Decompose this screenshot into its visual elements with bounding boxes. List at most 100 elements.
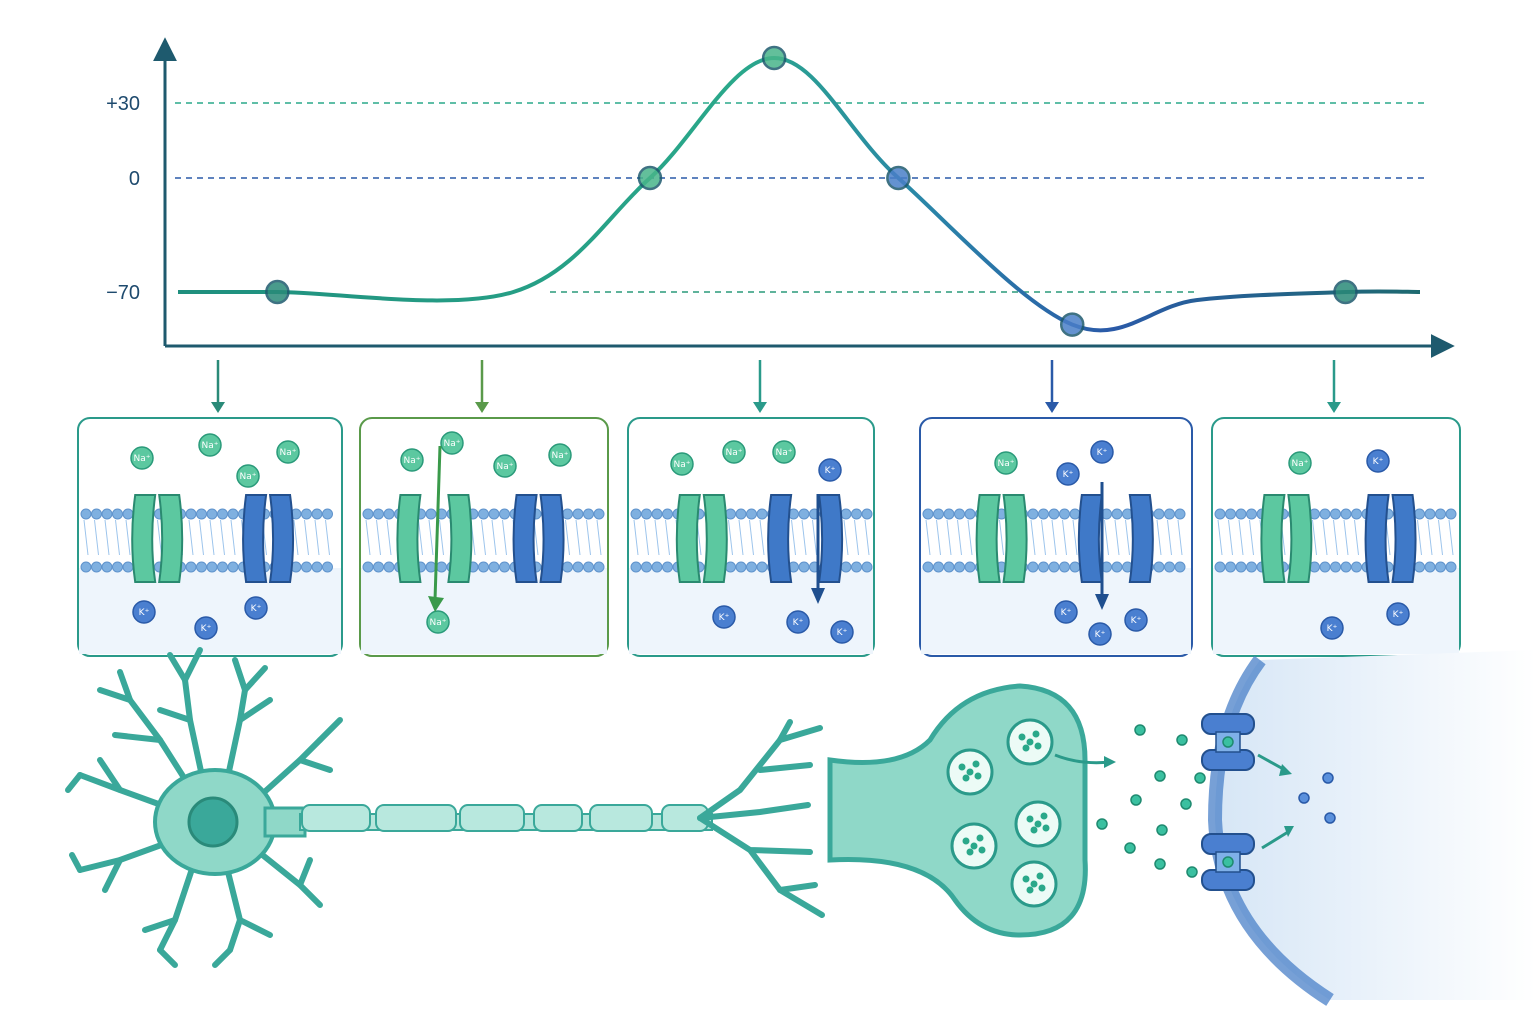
postsynaptic-cell <box>1215 650 1536 1000</box>
receptor <box>1201 833 1255 891</box>
neurotransmitter <box>1186 866 1198 878</box>
ion-label: Na⁺ <box>444 439 461 449</box>
ion-label: Na⁺ <box>240 472 257 482</box>
vesicle-icon <box>1006 718 1054 766</box>
myelin-segment <box>459 804 525 832</box>
postsynaptic-membrane <box>1207 655 1334 1006</box>
ion-label: K⁺ <box>139 608 150 618</box>
y-tick-label: +30 <box>106 93 140 115</box>
ion-label: K⁺ <box>825 466 836 476</box>
ion-label: Na⁺ <box>404 456 421 466</box>
axon-terminal-branches <box>697 719 825 918</box>
ion-group: Na⁺K⁺K⁺K⁺ <box>1288 449 1410 640</box>
vesicle-icon <box>1010 860 1058 908</box>
ion-label: K⁺ <box>1097 448 1108 458</box>
panel-depolarization: Na⁺Na⁺Na⁺Na⁺Na⁺ <box>359 360 609 657</box>
neurotransmitter <box>1194 772 1206 784</box>
channel-subunit <box>158 494 184 583</box>
sodium-channel <box>1260 494 1286 583</box>
sodium-channel <box>396 494 422 583</box>
y-tick-label: 0 <box>129 168 140 190</box>
sodium-ion <box>1288 451 1312 475</box>
postsynaptic-molecule <box>1324 812 1336 824</box>
vesicle-icon <box>946 748 994 796</box>
neurotransmitter-molecules <box>1096 724 1218 878</box>
ion-label: K⁺ <box>837 628 848 638</box>
ion-label: K⁺ <box>793 618 804 628</box>
ion-label: K⁺ <box>1095 630 1106 640</box>
nucleus <box>187 796 239 848</box>
neuron-cell-icon <box>65 647 343 968</box>
ion-group: Na⁺Na⁺Na⁺Na⁺Na⁺ <box>400 431 572 634</box>
potassium-ion <box>132 600 156 624</box>
ion-label: K⁺ <box>201 624 212 634</box>
potassium-ion <box>830 620 854 644</box>
action-potential-curve <box>178 55 1421 333</box>
postsynaptic-molecule <box>1298 792 1310 804</box>
chart-point <box>886 165 911 191</box>
potassium-ion <box>1124 608 1148 632</box>
ion-label: Na⁺ <box>726 448 743 458</box>
sodium-channel <box>975 494 1001 583</box>
channel-subunit <box>1287 494 1313 583</box>
neurotransmitter <box>1156 824 1168 836</box>
neurotransmitter <box>1130 794 1142 806</box>
channel-subunit <box>268 494 295 583</box>
panel-repolarization: Na⁺ K⁺ K⁺ K⁺ K⁺ K⁺ <box>919 360 1193 657</box>
potassium-ion <box>244 596 268 620</box>
vesicle-icon <box>1014 800 1062 848</box>
potassium-channel <box>1364 494 1390 583</box>
sodium-ion <box>722 440 746 464</box>
channel-subunit <box>1002 494 1028 583</box>
ion-label: K⁺ <box>1393 610 1404 620</box>
ion-label: Na⁺ <box>202 441 219 451</box>
ion-label: K⁺ <box>1063 470 1074 480</box>
neurotransmitter <box>1154 770 1166 782</box>
potassium-ion <box>1090 440 1114 464</box>
panel-resting: Na⁺Na⁺Na⁺Na⁺K⁺K⁺K⁺ <box>77 360 343 657</box>
ion-group: Na⁺ K⁺ K⁺ K⁺ K⁺ K⁺ <box>994 440 1148 646</box>
intracellular <box>361 568 607 654</box>
ion-label: K⁺ <box>1131 616 1142 626</box>
sodium-ion <box>994 451 1018 475</box>
panel-peak: Na⁺Na⁺Na⁺K⁺K⁺K⁺K⁺ <box>627 360 875 657</box>
myelin-segment <box>301 804 371 832</box>
ion-label: K⁺ <box>1061 608 1072 618</box>
neurotransmitter <box>1134 724 1146 736</box>
neurotransmitter <box>1180 798 1192 810</box>
ion-label: K⁺ <box>1327 624 1338 634</box>
potassium-channel <box>767 494 793 583</box>
postsynaptic-molecule <box>1322 772 1334 784</box>
receptor-icon <box>1201 713 1255 891</box>
sodium-ion <box>198 433 222 457</box>
intracellular <box>1213 568 1459 654</box>
intracellular <box>79 568 341 654</box>
vesicle-group <box>946 718 1062 908</box>
membrane-potential-chart: +300−70 <box>106 37 1455 358</box>
chart-point <box>637 165 663 191</box>
sodium-ion <box>772 440 796 464</box>
myelin-segment <box>589 804 653 832</box>
channel-subunit <box>1391 494 1417 583</box>
sodium-ion <box>400 448 424 472</box>
potassium-ion <box>1054 600 1078 624</box>
postsynaptic-molecules <box>1298 772 1336 824</box>
ion-label: Na⁺ <box>497 462 514 472</box>
potassium-ion <box>1056 462 1080 486</box>
ion-label: Na⁺ <box>134 454 151 464</box>
sodium-ion <box>440 431 464 455</box>
receptor <box>1201 713 1255 771</box>
neurotransmitter <box>1154 858 1166 870</box>
channel-state-panels: Na⁺Na⁺Na⁺Na⁺K⁺K⁺K⁺Na⁺Na⁺Na⁺Na⁺Na⁺Na⁺Na⁺N… <box>77 360 1461 657</box>
potassium-ion <box>818 458 842 482</box>
potassium-ion <box>1386 602 1410 626</box>
sodium-ion <box>670 452 694 476</box>
potassium-channel <box>1077 494 1103 583</box>
channel-subunit <box>447 494 473 583</box>
potassium-ion <box>1320 616 1344 640</box>
ion-label: Na⁺ <box>998 459 1015 469</box>
channel-subunit <box>539 494 565 583</box>
panel-return-to-resting: Na⁺K⁺K⁺K⁺ <box>1211 360 1461 657</box>
ion-label: Na⁺ <box>280 448 297 458</box>
